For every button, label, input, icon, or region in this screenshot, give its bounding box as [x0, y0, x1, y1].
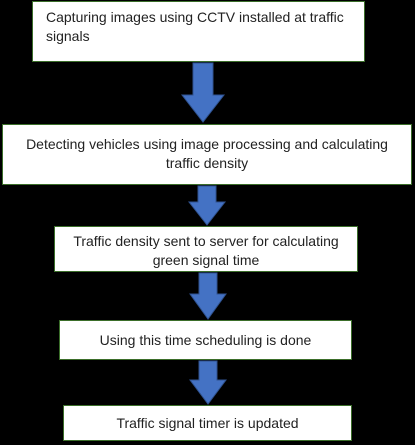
step-detect-vehicles-text: Detecting vehicles using image processin… [26, 136, 388, 171]
step-scheduling-text: Using this time scheduling is done [99, 332, 312, 348]
step-detect-vehicles-box: Detecting vehicles using image processin… [2, 124, 412, 185]
arrow-down-icon [189, 272, 227, 320]
step-timer-updated-text: Traffic signal timer is updated [116, 415, 299, 431]
arrow-down-icon [187, 185, 227, 226]
arrow-down-icon [189, 360, 227, 405]
step-timer-updated-box: Traffic signal timer is updated [63, 405, 352, 441]
step-capture-images-box: Capturing images using CCTV installed at… [32, 1, 365, 62]
step-scheduling-box: Using this time scheduling is done [59, 320, 352, 360]
step-capture-images-text: Capturing images using CCTV installed at… [46, 9, 344, 44]
step-send-to-server-text: Traffic density sent to server for calcu… [73, 233, 339, 268]
arrow-down-icon [180, 62, 226, 123]
step-send-to-server-box: Traffic density sent to server for calcu… [54, 226, 358, 272]
